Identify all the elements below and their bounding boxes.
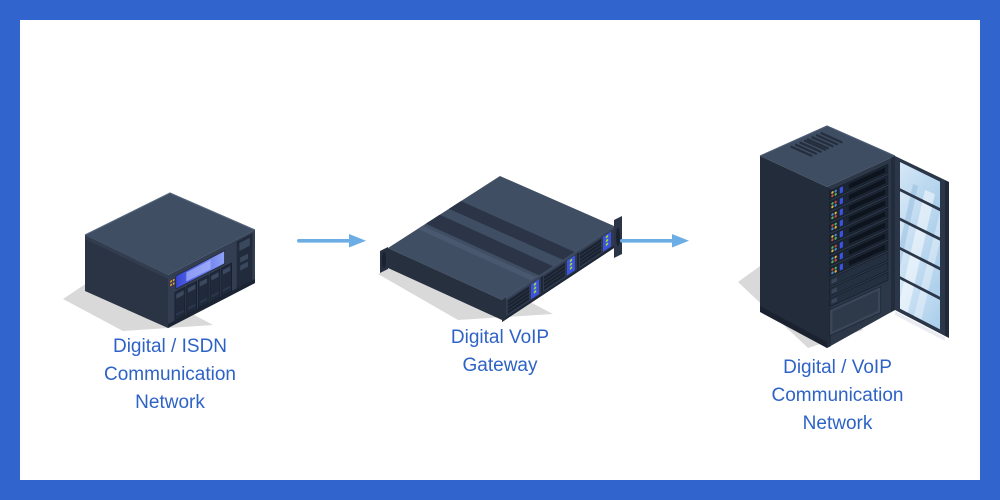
bay-group — [579, 231, 611, 267]
label-line: Communication — [771, 385, 904, 406]
device-body — [379, 176, 622, 322]
device-front-panel — [167, 233, 255, 328]
rack-server-gateway-icon — [377, 176, 622, 322]
door-base-line — [894, 311, 945, 341]
node-label-isdn-network: Digital / ISDN Communication Network — [50, 333, 290, 417]
diagram-node-isdn-network: Digital / ISDN Communication Network — [50, 173, 290, 417]
device-body — [84, 192, 255, 328]
cabinet-body — [759, 125, 949, 348]
node-label-voip-gateway: Digital VoIP Gateway — [370, 324, 630, 380]
drive-bays — [174, 262, 232, 321]
bay-group — [507, 279, 539, 314]
server-rack-cabinet-icon — [737, 125, 949, 348]
label-line: Communication — [104, 364, 236, 385]
node-label-voip-network: Digital / VoIP Communication Network — [710, 354, 965, 438]
diagram-node-voip-gateway: Digital VoIP Gateway — [370, 162, 630, 380]
flow-arrow-1 — [297, 234, 366, 248]
nas-isdn-device-icon — [62, 192, 255, 331]
top-reflection-stripes — [413, 199, 576, 281]
device-front-panel — [501, 226, 614, 322]
rack-ears — [379, 216, 622, 273]
label-line: Network — [802, 413, 873, 434]
glass-reflections — [899, 184, 940, 330]
flow-arrow-2 — [620, 234, 689, 248]
label-line: Digital / VoIP — [783, 357, 892, 378]
diagram-node-voip-network: Digital / VoIP Communication Network — [710, 120, 965, 438]
label-line: Gateway — [462, 355, 538, 376]
top-vents — [789, 132, 843, 157]
label-line: Digital / ISDN — [112, 336, 228, 357]
server-rows — [828, 163, 888, 337]
glass-door — [894, 156, 949, 338]
label-line: Digital VoIP — [450, 327, 550, 348]
label-line: Network — [135, 392, 205, 413]
bay-group — [543, 255, 575, 290]
